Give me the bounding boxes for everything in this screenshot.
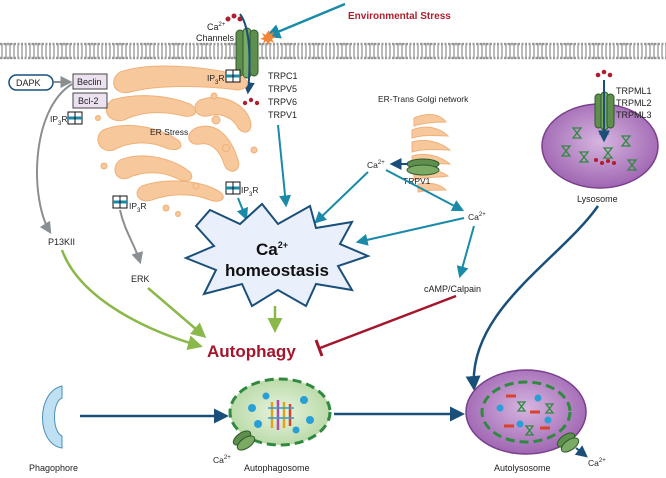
trp-item: TRPC1 xyxy=(268,71,298,81)
plasma-membrane xyxy=(0,42,666,60)
endoplasmic-reticulum xyxy=(95,65,258,217)
homeostasis-ca: Ca xyxy=(256,240,278,259)
ca-channels-label: Channels xyxy=(196,33,235,43)
svg-text:Ca2+: Ca2+ xyxy=(213,455,231,465)
ca-ion-label: Ca xyxy=(468,212,479,222)
trp-channel-list: TRPC1 TRPV5 TRPV6 TRPV1 xyxy=(268,71,298,120)
golgi-ca-to-homeostasis-arrow xyxy=(314,171,369,224)
ca-channels-ca: Ca xyxy=(207,22,219,32)
bcl2-label: Bcl-2 xyxy=(78,96,99,106)
er-ip3r-to-homeostasis-arrow xyxy=(236,197,249,221)
ca-to-camp-arrow xyxy=(456,225,475,279)
ip3r-to-erk-arrow xyxy=(119,209,144,265)
lysosome xyxy=(541,103,659,189)
svg-text:Ca2+: Ca2+ xyxy=(468,212,486,222)
autolysosome-label: Autolysosome xyxy=(494,463,551,473)
trpml-item: TRPML3 xyxy=(616,110,652,120)
svg-text:IP3R: IP3R xyxy=(207,73,225,86)
ca-ion-label: Ca xyxy=(588,458,599,468)
homeostasis-label: homeostasis xyxy=(225,261,329,280)
camp-calpain-label: cAMP/Calpain xyxy=(424,284,481,294)
bcl2-node: Bcl-2 xyxy=(72,92,108,109)
trp-item: TRPV6 xyxy=(268,97,297,107)
beclin-node: Beclin xyxy=(72,73,108,90)
beclin-label: Beclin xyxy=(77,77,102,87)
er-trans-golgi-label: ER-Trans Golgi network xyxy=(378,94,469,104)
ip3r-label: IP xyxy=(241,185,249,195)
cargo-proteins-icon xyxy=(268,400,294,430)
ca-to-homeostasis-arrow xyxy=(355,217,465,246)
autophagosome-label: Autophagosome xyxy=(244,463,310,473)
autophagosome xyxy=(228,377,332,447)
svg-text:IP3R: IP3R xyxy=(50,114,68,127)
p13kii-to-autophagy-arrow xyxy=(60,249,203,350)
erk-to-autophagy-arrow xyxy=(147,287,207,338)
ip3r-label: IP xyxy=(50,114,58,124)
autophagy-label: Autophagy xyxy=(207,342,296,361)
golgi-trpv1-channel-icon xyxy=(406,158,440,176)
ip3r-label: IP xyxy=(129,201,137,211)
lysosome-label: Lysosome xyxy=(577,194,618,204)
svg-text:Ca2+: Ca2+ xyxy=(207,22,226,32)
channel-influx-arrow xyxy=(239,13,255,95)
dapk-node: DAPK xyxy=(8,74,54,91)
stress-burst-icon xyxy=(260,30,276,45)
ca-ion-label: Ca xyxy=(213,455,224,465)
svg-text:Ca2+: Ca2+ xyxy=(588,458,606,468)
ca-homeostasis-node: Ca2+ homeostasis xyxy=(183,202,371,308)
p13kii-label: P13KII xyxy=(48,237,75,247)
beclin-to-p13kii-arrow xyxy=(36,83,73,235)
ip3r-receptor-icon xyxy=(112,195,128,209)
lysosome-to-autolysosome-arrow xyxy=(465,205,600,391)
calcium-ions-lysosome xyxy=(595,69,613,78)
phagophore-icon xyxy=(42,385,63,449)
trp-item: TRPV5 xyxy=(268,84,297,94)
svg-text:Ca2+: Ca2+ xyxy=(367,160,385,170)
autolysosome-channel-icon xyxy=(556,432,580,453)
ip3r-label: IP xyxy=(207,73,215,83)
ca-channels-sup: 2+ xyxy=(219,22,226,28)
membrane-ca-channel-icon xyxy=(235,27,259,79)
golgi-network xyxy=(411,114,452,193)
autophagosome-channel-icon xyxy=(232,430,256,451)
golgi-trpv1-label: TRPV1 xyxy=(403,176,431,186)
trpml-item: TRPML1 xyxy=(616,86,652,96)
ca-ion-label: Ca xyxy=(367,160,378,170)
trp-to-homeostasis-arrow xyxy=(277,124,292,208)
er-stress-label: ER Stress xyxy=(150,127,188,137)
autolysosome xyxy=(465,369,587,455)
autolysosome-efflux-arrow xyxy=(574,445,588,458)
phagophore-label: Phagophore xyxy=(29,463,78,473)
inhibition-bar xyxy=(314,339,324,357)
svg-text:IP3R: IP3R xyxy=(129,201,147,214)
erk-label: ERK xyxy=(131,274,150,284)
dapk-label: DAPK xyxy=(16,78,41,88)
trpml-list: TRPML1 TRPML2 TRPML3 xyxy=(616,86,652,120)
camp-inhibits-autophagy-line xyxy=(319,294,457,350)
svg-text:IP3R: IP3R xyxy=(241,185,259,198)
golgi-ca-to-ca-arrow xyxy=(385,169,465,212)
ip3r-receptor-icon xyxy=(67,111,83,125)
ip3r-receptor-icon xyxy=(225,69,241,83)
environmental-stress-arrow xyxy=(265,2,346,39)
svg-text:Ca2+: Ca2+ xyxy=(256,240,288,259)
trpml-item: TRPML2 xyxy=(616,98,652,108)
environmental-stress-label: Environmental Stress xyxy=(348,11,451,22)
ip3r-receptor-icon xyxy=(225,181,241,195)
trp-item: TRPV1 xyxy=(268,110,297,120)
